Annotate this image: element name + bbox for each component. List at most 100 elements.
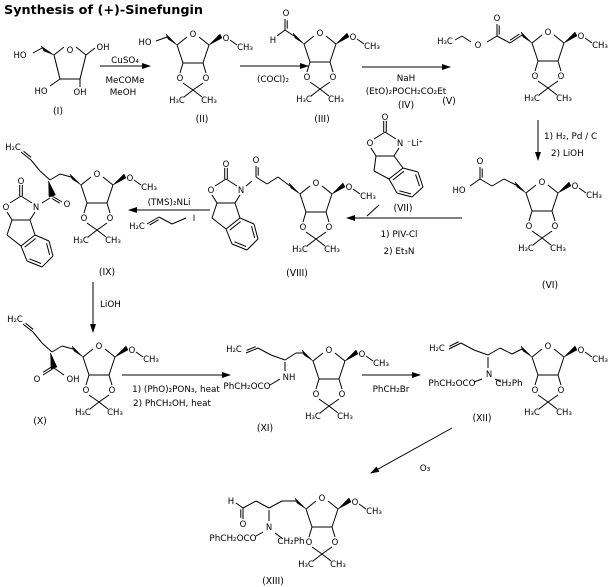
step5-arrow: 1) PIV-Cl2) Et₃N — [346, 204, 462, 257]
bond — [82, 348, 94, 358]
bond — [234, 194, 241, 204]
bond — [59, 173, 72, 178]
bond — [20, 195, 33, 204]
bond — [479, 178, 493, 187]
bond — [34, 234, 50, 242]
bond — [42, 366, 52, 373]
label-atoms-O: O — [300, 223, 307, 233]
bond — [182, 82, 194, 91]
bond — [325, 211, 330, 223]
bond — [6, 211, 13, 221]
bond — [460, 342, 475, 351]
bond — [234, 241, 247, 247]
label-atoms-O: O — [64, 200, 71, 210]
bond — [299, 185, 311, 195]
label-atoms-H: H — [228, 497, 234, 507]
bond — [352, 188, 361, 195]
bond — [557, 42, 565, 62]
label-groups-CH2Ph: CH₂Ph — [495, 379, 522, 389]
bond — [225, 228, 233, 245]
bond — [473, 349, 489, 356]
bond — [306, 238, 317, 247]
bond — [325, 35, 337, 45]
bond — [284, 352, 297, 361]
bond — [553, 34, 565, 44]
wedge-bond — [335, 32, 350, 45]
label-atoms-N: N — [486, 370, 492, 380]
bond — [80, 184, 88, 204]
label-atoms-CH3: CH₃ — [592, 41, 608, 51]
bond — [49, 78, 61, 87]
bond — [312, 360, 320, 380]
label-atoms-O: O — [350, 33, 357, 43]
bond — [321, 553, 332, 562]
label-atoms-O: O — [367, 139, 374, 149]
bond — [541, 230, 553, 239]
label-atoms-O: O — [129, 346, 136, 356]
bond — [305, 500, 317, 510]
bond — [302, 211, 307, 223]
bond — [312, 553, 323, 562]
bond — [312, 352, 324, 362]
bond — [51, 195, 63, 203]
label-atoms-O: O — [283, 9, 290, 19]
label-atoms-O: O — [223, 160, 230, 170]
bond — [274, 532, 284, 540]
label-reagents-step5-below1: 1) PIV-Cl — [381, 230, 418, 240]
bond — [449, 341, 459, 347]
bond — [85, 374, 90, 386]
bond — [487, 347, 501, 356]
bond — [269, 378, 281, 386]
label-groups-PhCH2OCO: PhCH₂OCO — [223, 382, 270, 392]
bond — [83, 202, 88, 214]
bond — [338, 378, 343, 390]
bond — [82, 356, 90, 376]
bond — [329, 61, 334, 73]
bond — [373, 155, 377, 172]
label-atoms-CH3: CH₃ — [143, 355, 159, 365]
bond — [53, 46, 65, 56]
label-reagents-step4-line1: 1) H₂, Pd / C — [544, 132, 597, 142]
wedge-bond — [114, 345, 129, 358]
label-atoms-O: O — [319, 494, 326, 504]
label-atoms-CH3: CH₃ — [364, 42, 380, 52]
bond — [319, 405, 330, 414]
bond — [245, 180, 253, 187]
wedge-bond — [292, 32, 305, 45]
bond — [373, 131, 386, 140]
bond — [49, 173, 61, 181]
label-atoms-O: O — [94, 170, 101, 180]
label-atoms-CH3: CH₃ — [107, 408, 123, 418]
bond — [325, 193, 333, 213]
label-atoms-O: O — [539, 178, 546, 188]
bond — [331, 508, 339, 528]
scheme-title: Synthesis of (+)-Sinefungin — [4, 3, 203, 18]
bond — [106, 202, 111, 214]
bond — [396, 192, 413, 198]
bond — [20, 151, 32, 161]
bond — [214, 178, 227, 187]
label-reagents-step9-below: PhCH₂Br — [373, 385, 410, 395]
bond — [284, 29, 295, 37]
bond — [358, 503, 367, 510]
bond — [315, 238, 326, 247]
wedge-bond — [520, 31, 533, 44]
label-atoms-CH3: CH₃ — [201, 96, 217, 106]
wedge-bond — [344, 349, 359, 362]
bond — [531, 348, 543, 358]
label-atoms-H3C: H₃C — [75, 408, 91, 418]
label-reagents-step10-label: O₃ — [420, 464, 431, 474]
bond — [486, 35, 498, 43]
label-atoms-N: N — [397, 139, 403, 149]
bond — [231, 243, 248, 251]
label-atoms-O: O — [109, 386, 116, 396]
wedge-bond — [112, 173, 127, 186]
bond — [547, 80, 559, 89]
label-atoms-O: O — [223, 34, 230, 44]
bond — [319, 81, 331, 90]
wedge-bond — [50, 352, 58, 370]
label-groups-CH2Ph: CH₂Ph — [277, 537, 304, 547]
